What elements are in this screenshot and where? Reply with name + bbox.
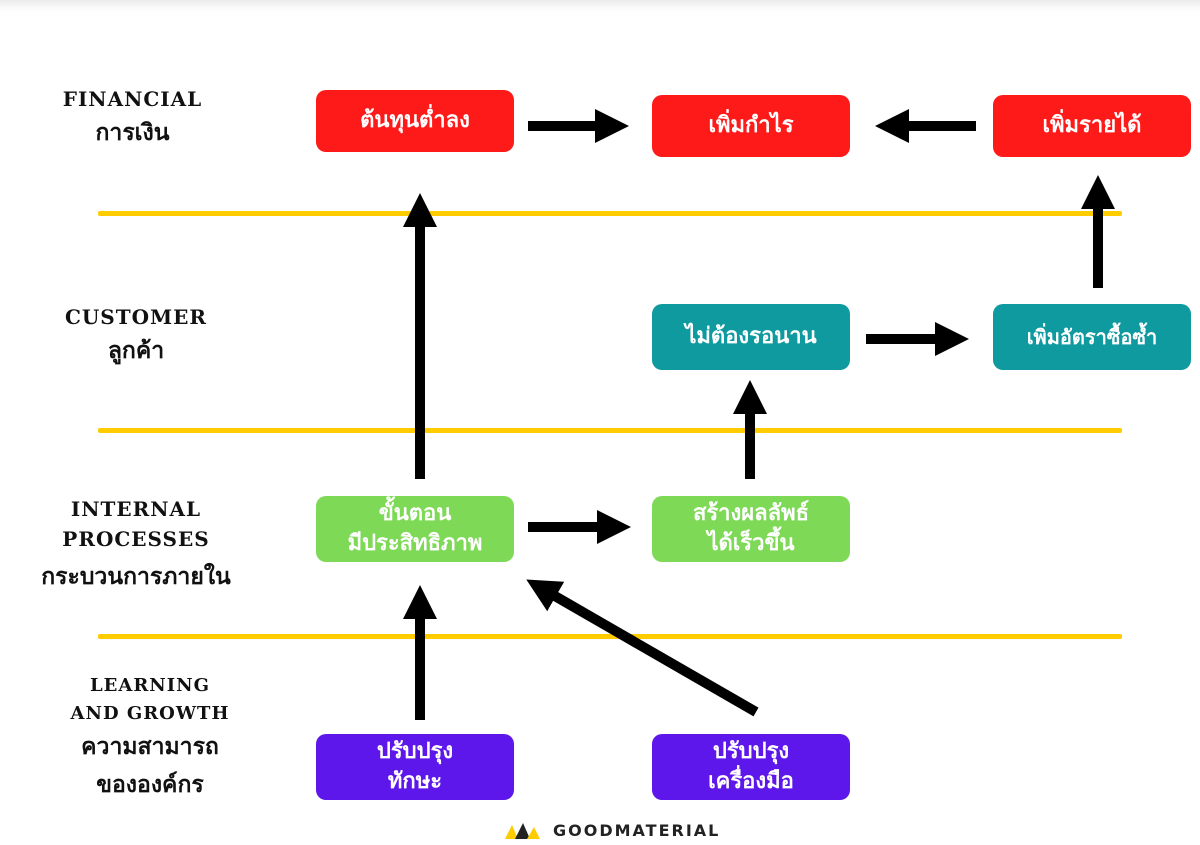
node-faster-results: สร้างผลลัพธ์ ได้เร็วขึ้น: [652, 496, 850, 562]
node-improve-skills: ปรับปรุง ทักษะ: [316, 734, 514, 800]
gm-logo-icon: [505, 823, 540, 839]
perspective-learning-th-1: ความสามารถ: [81, 734, 219, 760]
node-efficient-process-line-1: ขั้นตอน: [378, 501, 452, 526]
node-increase-revenue-label: เพิ่มรายได้: [1042, 113, 1142, 138]
node-improve-tools-line-2: เครื่องมือ: [708, 769, 794, 794]
node-faster-results-line-2: ได้เร็วขึ้น: [707, 531, 795, 556]
perspective-internal-th: กระบวนการภายใน: [41, 564, 231, 590]
perspective-internal: INTERNAL PROCESSES กระบวนการภายใน: [0, 494, 272, 596]
perspective-financial: FINANCIAL การเงิน: [0, 84, 265, 152]
node-efficient-process: ขั้นตอน มีประสิทธิภาพ: [316, 496, 514, 562]
perspective-learning-en-1: LEARNING: [90, 675, 210, 696]
node-increase-revenue: เพิ่มรายได้: [993, 95, 1191, 157]
divider-financial-customer: [98, 211, 1122, 216]
divider-customer-internal: [98, 428, 1122, 433]
brand-name: GOODMATERIAL: [553, 820, 721, 840]
node-increase-profit: เพิ่มกำไร: [652, 95, 850, 157]
node-increase-profit-label: เพิ่มกำไร: [708, 113, 794, 138]
perspective-customer-en: CUSTOMER: [64, 305, 208, 329]
node-lower-cost-label: ต้นทุนต่ำลง: [360, 108, 470, 133]
perspective-learning-en-2: AND GROWTH: [70, 703, 230, 724]
arrow-tools-to-process: [526, 579, 759, 717]
node-improve-skills-line-2: ทักษะ: [387, 769, 443, 794]
node-repeat-rate: เพิ่มอัตราซื้อซ้ำ: [993, 304, 1191, 370]
divider-internal-learning: [98, 634, 1122, 639]
node-efficient-process-line-2: มีประสิทธิภาพ: [347, 531, 483, 556]
brand-footer: GOODMATERIAL: [503, 818, 720, 842]
node-faster-results-line-1: สร้างผลลัพธ์: [692, 501, 810, 526]
perspective-customer: CUSTOMER ลูกค้า: [0, 302, 272, 370]
perspective-financial-en: FINANCIAL: [62, 87, 203, 111]
node-improve-skills-line-1: ปรับปรุง: [376, 739, 454, 764]
perspective-learning-th-2: ขององค์กร: [96, 772, 204, 798]
perspective-customer-th: ลูกค้า: [107, 338, 165, 364]
perspective-internal-en-2: PROCESSES: [62, 527, 210, 551]
perspective-learning: LEARNING AND GROWTH ความสามารถ ขององค์กร: [0, 672, 300, 804]
perspective-internal-en-1: INTERNAL: [70, 497, 202, 521]
node-repeat-rate-label: เพิ่มอัตราซื้อซ้ำ: [1026, 325, 1158, 349]
node-improve-tools: ปรับปรุง เครื่องมือ: [652, 734, 850, 800]
node-no-waiting-label: ไม่ต้องรอนาน: [685, 324, 817, 349]
perspective-financial-th: การเงิน: [95, 120, 170, 146]
node-improve-tools-line-1: ปรับปรุง: [712, 739, 790, 764]
node-lower-cost: ต้นทุนต่ำลง: [316, 90, 514, 152]
node-no-waiting: ไม่ต้องรอนาน: [652, 304, 850, 370]
